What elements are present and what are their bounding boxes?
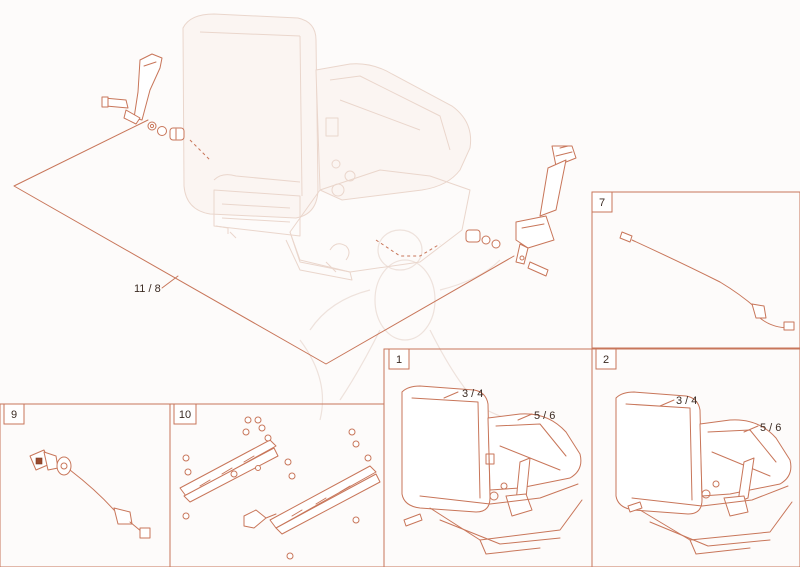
panel-9: 9	[0, 403, 171, 567]
panel-tag: 1	[396, 354, 402, 366]
panel-tag: 7	[599, 197, 605, 209]
seat-drawing-icon	[182, 13, 472, 281]
wire-harness-drawing-icon	[29, 449, 151, 539]
panel-tag-box	[591, 191, 613, 213]
panel-1: 1 3 / 4 5 / 6	[383, 348, 593, 567]
assembly-outline	[13, 119, 515, 365]
main-seat-view: 11 / 8	[13, 13, 577, 365]
panel-tag: 9	[11, 409, 17, 421]
panel-tag: 2	[603, 354, 609, 366]
panel-tag-box	[3, 403, 25, 425]
panel-7: 7	[591, 191, 800, 349]
panel-tag-box	[595, 348, 617, 370]
seat-belt-buckle-drawing-icon	[101, 53, 185, 141]
callout-5-6: 5 / 6	[760, 422, 781, 434]
callout-3-4: 3 / 4	[676, 395, 697, 407]
seat-drawing-icon	[615, 391, 793, 555]
seat-drawing-icon	[401, 385, 583, 555]
callout-3-4: 3 / 4	[462, 388, 483, 400]
callout-5-6: 5 / 6	[534, 410, 555, 422]
panel-2: 2 3 / 4 5 / 6	[591, 348, 800, 567]
wire-harness-drawing-icon	[619, 231, 795, 331]
panel-tag-box	[388, 348, 410, 370]
panel-tag-box	[173, 403, 197, 425]
main-callout: 11 / 8	[134, 283, 161, 295]
panel-tag: 10	[179, 409, 191, 421]
seat-belt-retractor-drawing-icon	[465, 145, 577, 277]
seat-rail-drawing-icon	[179, 416, 381, 560]
panel-10: 10	[169, 403, 385, 567]
